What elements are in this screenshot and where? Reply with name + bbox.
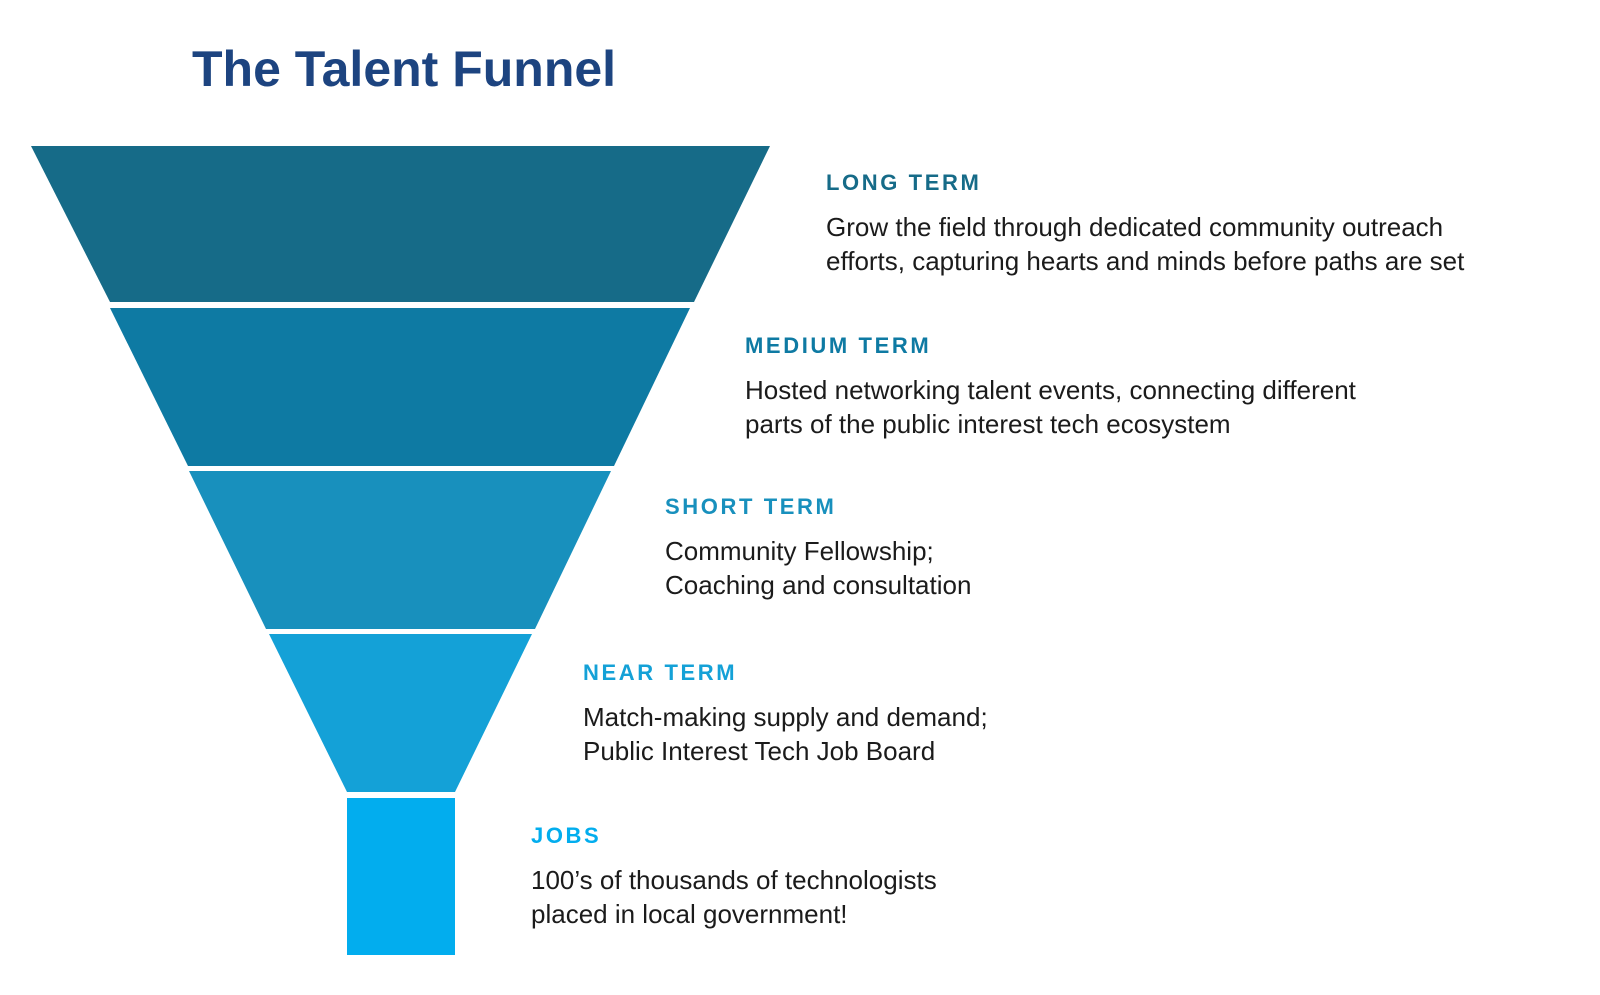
- stage-description-line: Public Interest Tech Job Board: [583, 736, 936, 766]
- funnel-segment-near-term: [269, 634, 532, 792]
- stage-description-line: Coaching and consultation: [665, 570, 972, 600]
- stage-description-line: Community Fellowship;: [665, 536, 934, 566]
- stage-near-term: NEAR TERM Match-making supply and demand…: [583, 660, 988, 768]
- stage-description-line: Grow the field through dedicated communi…: [826, 212, 1444, 242]
- stage-medium-term: MEDIUM TERM Hosted networking talent eve…: [745, 333, 1356, 441]
- stage-heading: LONG TERM: [826, 170, 982, 195]
- stage-description-line: Match-making supply and demand;: [583, 702, 988, 732]
- stage-long-term: LONG TERM Grow the field through dedicat…: [826, 170, 1464, 278]
- stage-description-line: 100’s of thousands of technologists: [531, 865, 937, 895]
- stage-jobs: JOBS 100’s of thousands of technologists…: [531, 823, 937, 931]
- diagram-title: The Talent Funnel: [192, 41, 617, 97]
- stage-description-line: Hosted networking talent events, connect…: [745, 375, 1356, 405]
- funnel-segment-short-term: [189, 471, 611, 629]
- stage-heading: NEAR TERM: [583, 660, 738, 685]
- stage-short-term: SHORT TERM Community Fellowship; Coachin…: [665, 494, 971, 602]
- stage-heading: JOBS: [531, 823, 602, 848]
- funnel-segment-medium-term: [110, 308, 690, 466]
- stage-description-line: parts of the public interest tech ecosys…: [745, 409, 1231, 439]
- stage-description-line: efforts, capturing hearts and minds befo…: [826, 246, 1465, 276]
- stage-heading: SHORT TERM: [665, 494, 837, 519]
- stage-description-line: placed in local government!: [531, 899, 848, 929]
- funnel-spout-jobs: [347, 798, 455, 955]
- stage-heading: MEDIUM TERM: [745, 333, 932, 358]
- funnel-segment-long-term: [31, 146, 770, 302]
